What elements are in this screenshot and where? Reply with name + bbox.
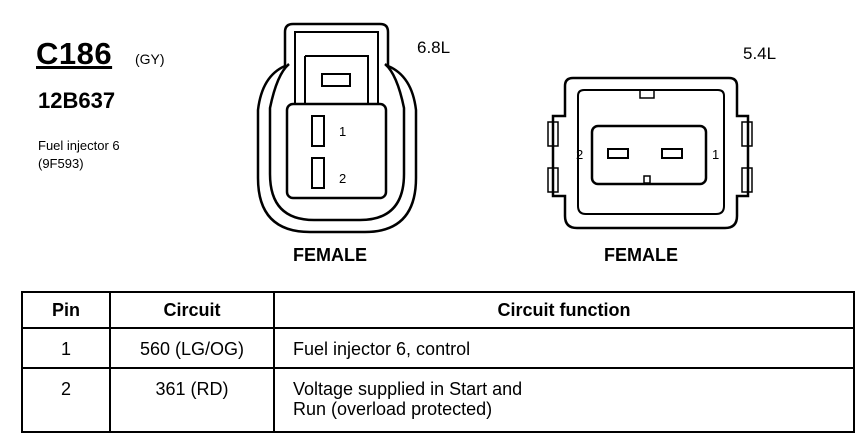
connector-color: (GY) — [135, 51, 165, 67]
function-line-2: Run (overload protected) — [293, 399, 493, 419]
pin-label-5-4l-2: 2 — [576, 147, 583, 162]
cell-circuit: 560 (LG/OG) — [109, 327, 275, 369]
gender-label-5-4l: FEMALE — [604, 245, 678, 265]
description-line-1: Fuel injector 6 — [38, 138, 120, 153]
pin-label-6-8l-2: 2 — [339, 171, 346, 186]
table-header-row: Pin Circuit Circuit function — [21, 291, 855, 329]
variant-label-5-4l: 5.4L — [743, 44, 777, 63]
pin-table: Pin Circuit Circuit function 1 560 (LG/O… — [21, 291, 855, 433]
function-line-1: Voltage supplied in Start and — [293, 379, 523, 399]
connector-drawings: 1 2 2 1 — [256, 22, 753, 234]
table-row: 1 560 (LG/OG) Fuel injector 6, control — [21, 327, 855, 369]
table-row: 2 361 (RD) Voltage supplied in Start and… — [21, 367, 855, 433]
connector-face-6-8l — [256, 22, 418, 234]
pin-label-6-8l-1: 1 — [339, 124, 346, 139]
gender-label-6-8l: FEMALE — [293, 245, 367, 265]
cell-pin: 2 — [21, 367, 111, 433]
variant-label-6-8l: 6.8L — [417, 38, 451, 57]
connector-description: Fuel injector 6 (9F593) — [38, 137, 120, 173]
description-line-2: (9F593) — [38, 156, 84, 171]
pin-label-5-4l-1: 1 — [712, 147, 719, 162]
cell-circuit-function: Fuel injector 6, control — [273, 327, 855, 369]
header-circuit: Circuit — [109, 291, 275, 329]
part-number: 12B637 — [38, 88, 116, 113]
connector-code: C186 — [36, 36, 113, 71]
connector-face-5-4l — [547, 76, 753, 230]
cell-pin: 1 — [21, 327, 111, 369]
header-circuit-function: Circuit function — [273, 291, 855, 329]
cell-circuit-function: Voltage supplied in Start and Run (overl… — [273, 367, 855, 433]
cell-circuit: 361 (RD) — [109, 367, 275, 433]
header-pin: Pin — [21, 291, 111, 329]
